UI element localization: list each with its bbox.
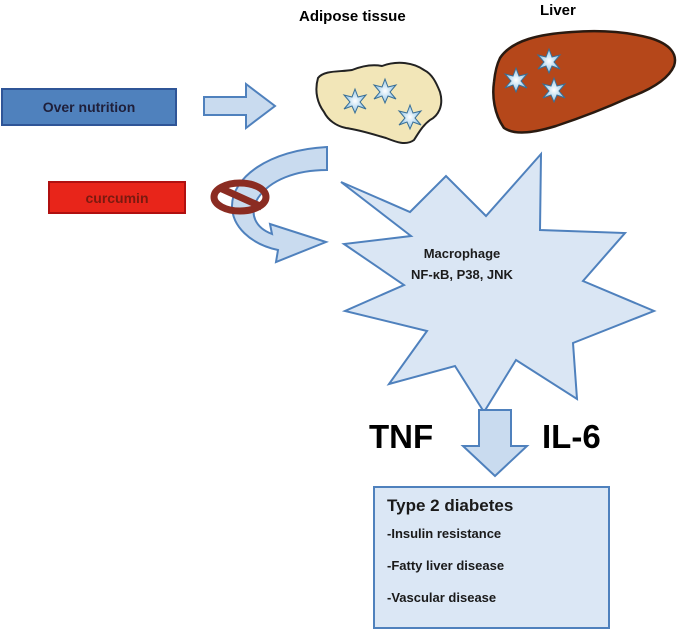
outcome-item-vascular: -Vascular disease: [387, 590, 497, 605]
adipose-tissue-label: Adipose tissue: [299, 8, 406, 25]
over-nutrition-box: Over nutrition: [1, 88, 177, 126]
adipose-tissue-shape: [315, 61, 443, 145]
prohibition-icon: [210, 179, 270, 215]
curved-arrow: [230, 145, 329, 264]
over-nutrition-arrow: [203, 81, 277, 131]
macrophage-label: Macrophage: [423, 246, 501, 261]
il6-label: IL-6: [542, 418, 601, 455]
outcome-item-insulin-resistance: -Insulin resistance: [387, 526, 502, 541]
liver-label: Liver: [540, 2, 576, 19]
tnf-label: TNF: [369, 418, 434, 455]
signaling-pathways-label: NF-κB, P38, JNK: [411, 267, 513, 282]
outcome-item-fatty-liver: -Fatty liver disease: [387, 558, 505, 573]
type2-diabetes-box: Type 2 diabetes -Insulin resistance -Fat…: [373, 486, 610, 629]
macrophage-cell-icons: [342, 47, 567, 131]
type2-diabetes-title: Type 2 diabetes: [387, 496, 514, 515]
macrophage-starburst: [340, 151, 657, 414]
curcumin-box: curcumin: [48, 181, 186, 214]
down-arrow: [460, 409, 530, 478]
